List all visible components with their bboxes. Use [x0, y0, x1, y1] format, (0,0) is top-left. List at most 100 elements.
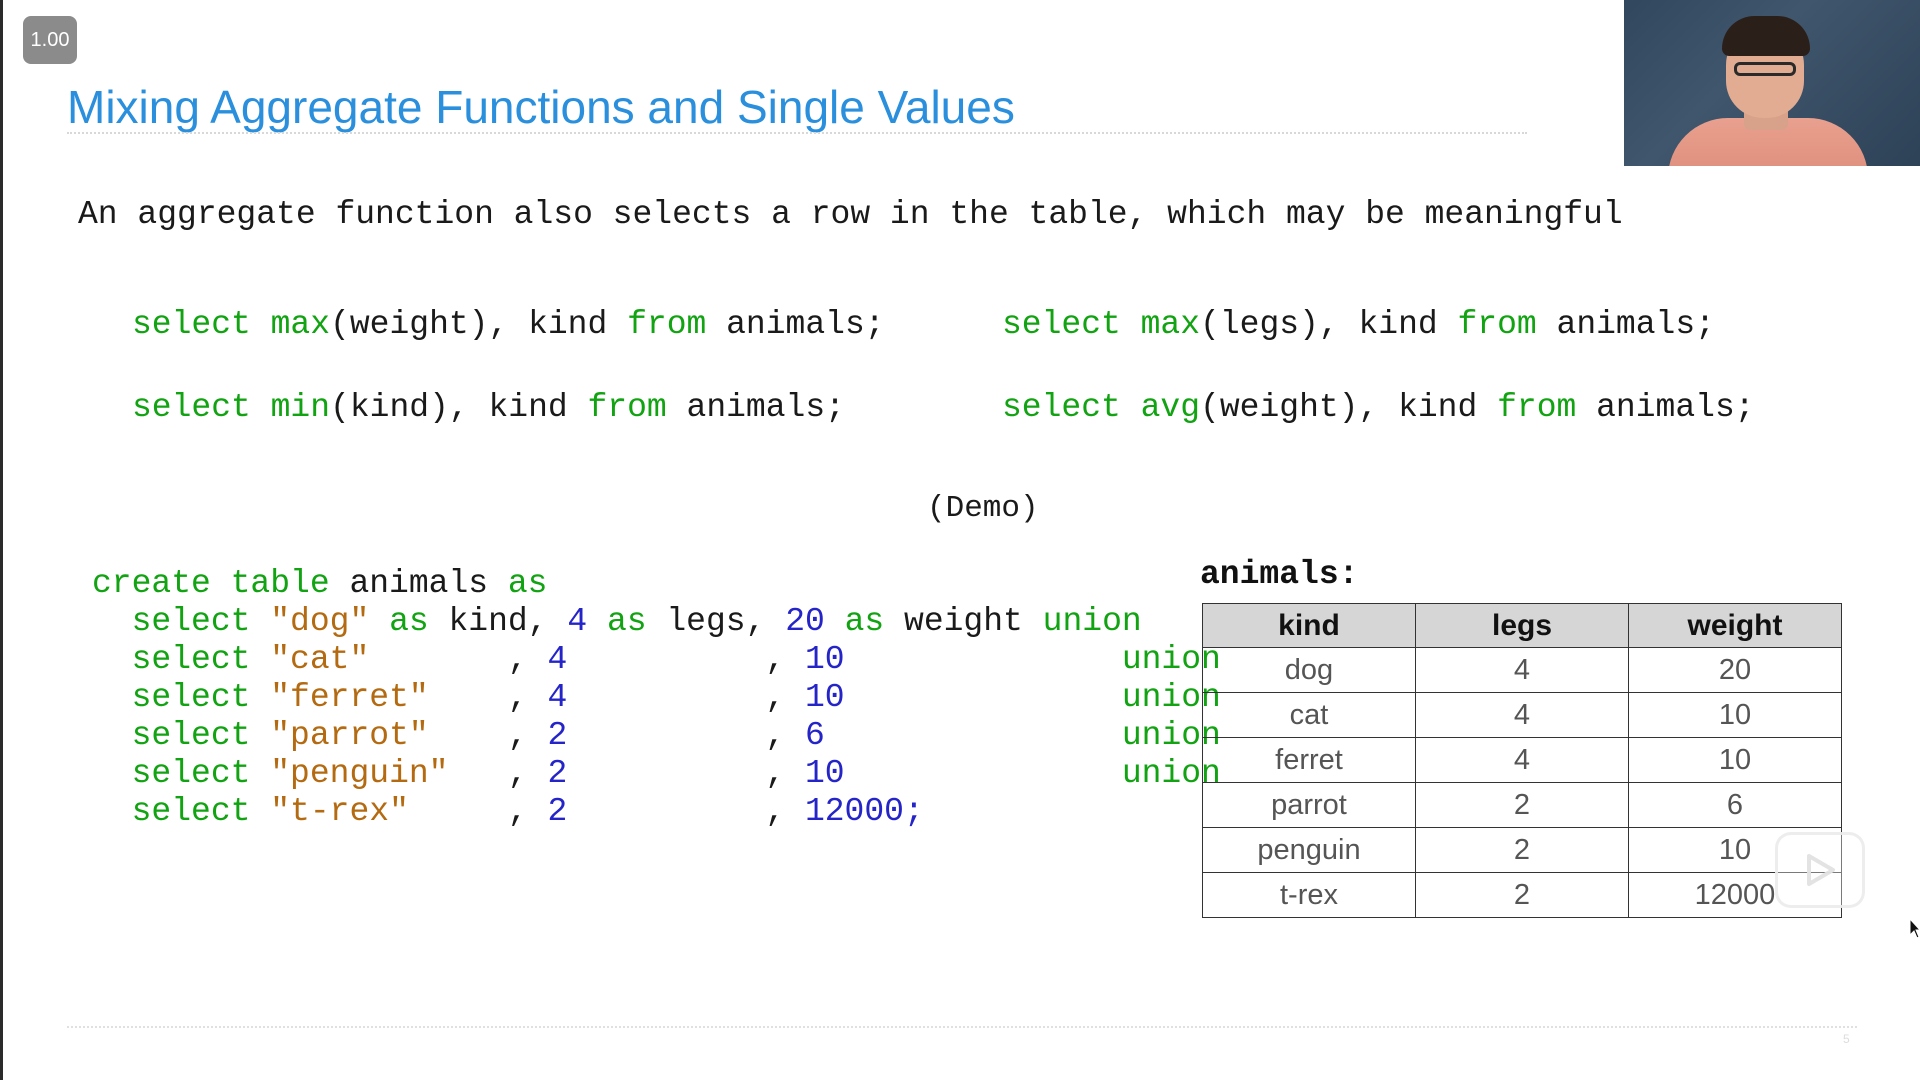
code-gap: , — [567, 793, 805, 830]
code-gap: , — [428, 717, 548, 754]
table-cell: 2 — [1415, 872, 1629, 918]
code-line: select "t-rex" , 2 , 12000; — [92, 793, 924, 831]
table-row: ferret 4 10 — [1202, 737, 1842, 783]
table-cell: penguin — [1202, 827, 1416, 873]
code-column: legs, — [646, 603, 786, 640]
code-string: "t-rex" — [270, 793, 409, 830]
code-column: kind, — [428, 603, 568, 640]
table-cell: 2 — [1415, 827, 1629, 873]
code-number: 2 — [547, 755, 568, 792]
code-gap — [369, 603, 389, 640]
query-function: avg — [1140, 389, 1201, 426]
query-keyword: select — [132, 306, 271, 343]
query-function: max — [270, 306, 331, 343]
code-number: 10 — [804, 755, 845, 792]
code-keyword: select — [131, 679, 251, 716]
code-line: select "cat" , 4 , 10 union — [92, 641, 1221, 679]
table-cell: 2 — [1415, 782, 1629, 828]
query-keyword: select — [1002, 306, 1141, 343]
code-line: select "parrot" , 2 , 6 union — [92, 717, 1221, 755]
code-gap: , — [448, 755, 548, 792]
query-args: (legs), kind — [1200, 306, 1458, 343]
table-header-row: kind legs weight — [1202, 603, 1842, 648]
code-string: "penguin" — [270, 755, 449, 792]
table-cell: 6 — [1628, 782, 1842, 828]
play-icon — [1807, 854, 1835, 886]
code-keyword: create table — [92, 565, 330, 602]
table-cell: dog — [1202, 647, 1416, 693]
code-keyword: as — [389, 603, 429, 640]
code-gap — [587, 603, 607, 640]
page-number: 5 — [1843, 1032, 1850, 1046]
code-keyword: as — [606, 603, 647, 640]
table-cell: 20 — [1628, 647, 1842, 693]
query-function: max — [1140, 306, 1201, 343]
query-function: min — [270, 389, 331, 426]
code-line: select "penguin" , 2 , 10 union — [92, 755, 1221, 793]
intro-text: An aggregate function also selects a row… — [78, 196, 1623, 233]
query-args: (weight), kind — [1200, 389, 1498, 426]
code-gap — [825, 603, 845, 640]
query-max-weight: select max(weight), kind from animals; — [132, 306, 885, 343]
table-cell: 12000 — [1628, 872, 1842, 918]
code-string: "cat" — [270, 641, 370, 678]
table-row: penguin 2 10 — [1202, 827, 1842, 873]
code-keyword: as — [507, 565, 548, 602]
table-row: parrot 2 6 — [1202, 782, 1842, 828]
table-cell: 4 — [1415, 647, 1629, 693]
table-cell: t-rex — [1202, 872, 1416, 918]
window-left-edge — [0, 0, 3, 1080]
code-number: 12000; — [804, 793, 924, 830]
column-header-kind: kind — [1202, 603, 1416, 648]
code-keyword: union — [1042, 603, 1142, 640]
code-indent — [92, 603, 132, 640]
table-cell: 4 — [1415, 692, 1629, 738]
query-rest: animals; — [706, 306, 885, 343]
play-button[interactable] — [1775, 832, 1865, 908]
code-number: 20 — [785, 603, 825, 640]
query-rest: animals; — [666, 389, 845, 426]
code-indent — [92, 641, 132, 678]
code-gap: , — [567, 755, 805, 792]
code-number: 4 — [547, 679, 568, 716]
query-keyword: from — [587, 389, 667, 426]
query-args: (kind), kind — [330, 389, 588, 426]
code-line-create: create table animals as — [92, 565, 547, 603]
table-row: cat 4 10 — [1202, 692, 1842, 738]
presenter-glasses — [1734, 62, 1796, 76]
query-avg-weight: select avg(weight), kind from animals; — [1002, 389, 1755, 426]
table-cell: parrot — [1202, 782, 1416, 828]
code-gap: , — [428, 679, 548, 716]
query-keyword: from — [627, 306, 707, 343]
code-table-name: animals — [329, 565, 508, 602]
query-max-legs: select max(legs), kind from animals; — [1002, 306, 1715, 343]
presenter-hair — [1722, 16, 1810, 56]
table-cell: cat — [1202, 692, 1416, 738]
code-gap — [825, 717, 1122, 754]
animals-table: kind legs weight dog 4 20 cat 4 10 ferre… — [1202, 603, 1842, 918]
code-line: select "dog" as kind, 4 as legs, 20 as w… — [92, 603, 1142, 641]
playback-speed-button[interactable]: 1.00 — [23, 16, 77, 64]
mouse-cursor-icon — [1909, 918, 1920, 939]
code-keyword: select — [131, 641, 251, 678]
code-gap: , — [369, 641, 548, 678]
query-min-kind: select min(kind), kind from animals; — [132, 389, 845, 426]
code-string: "parrot" — [270, 717, 429, 754]
table-row: t-rex 2 12000 — [1202, 872, 1842, 918]
query-keyword: select — [132, 389, 271, 426]
code-indent — [92, 717, 132, 754]
code-gap — [845, 755, 1122, 792]
code-number: 2 — [547, 717, 568, 754]
presenter-webcam — [1624, 0, 1920, 166]
code-indent — [92, 755, 132, 792]
query-keyword: from — [1497, 389, 1577, 426]
code-number: 2 — [547, 793, 568, 830]
code-keyword: select — [131, 755, 251, 792]
code-number: 4 — [547, 641, 568, 678]
table-caption: animals: — [1200, 556, 1359, 593]
footer-divider — [67, 1026, 1857, 1028]
query-keyword: select — [1002, 389, 1141, 426]
slide-title: Mixing Aggregate Functions and Single Va… — [67, 81, 1015, 133]
title-divider — [67, 132, 1527, 134]
code-keyword: select — [131, 717, 251, 754]
